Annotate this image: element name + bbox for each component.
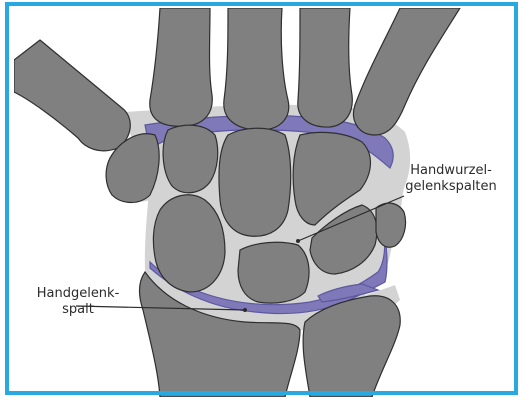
scaphoid [153,195,225,292]
capitate [219,128,291,236]
index-metacarpal [150,8,212,126]
leader-dot-handgelenk [243,308,247,312]
trapezoid [163,125,218,193]
pisiform [376,203,406,247]
lunate [238,242,309,303]
middle-metacarpal [224,8,289,130]
ring-metacarpal [298,8,352,127]
leader-dot-handwurzel [296,239,300,243]
